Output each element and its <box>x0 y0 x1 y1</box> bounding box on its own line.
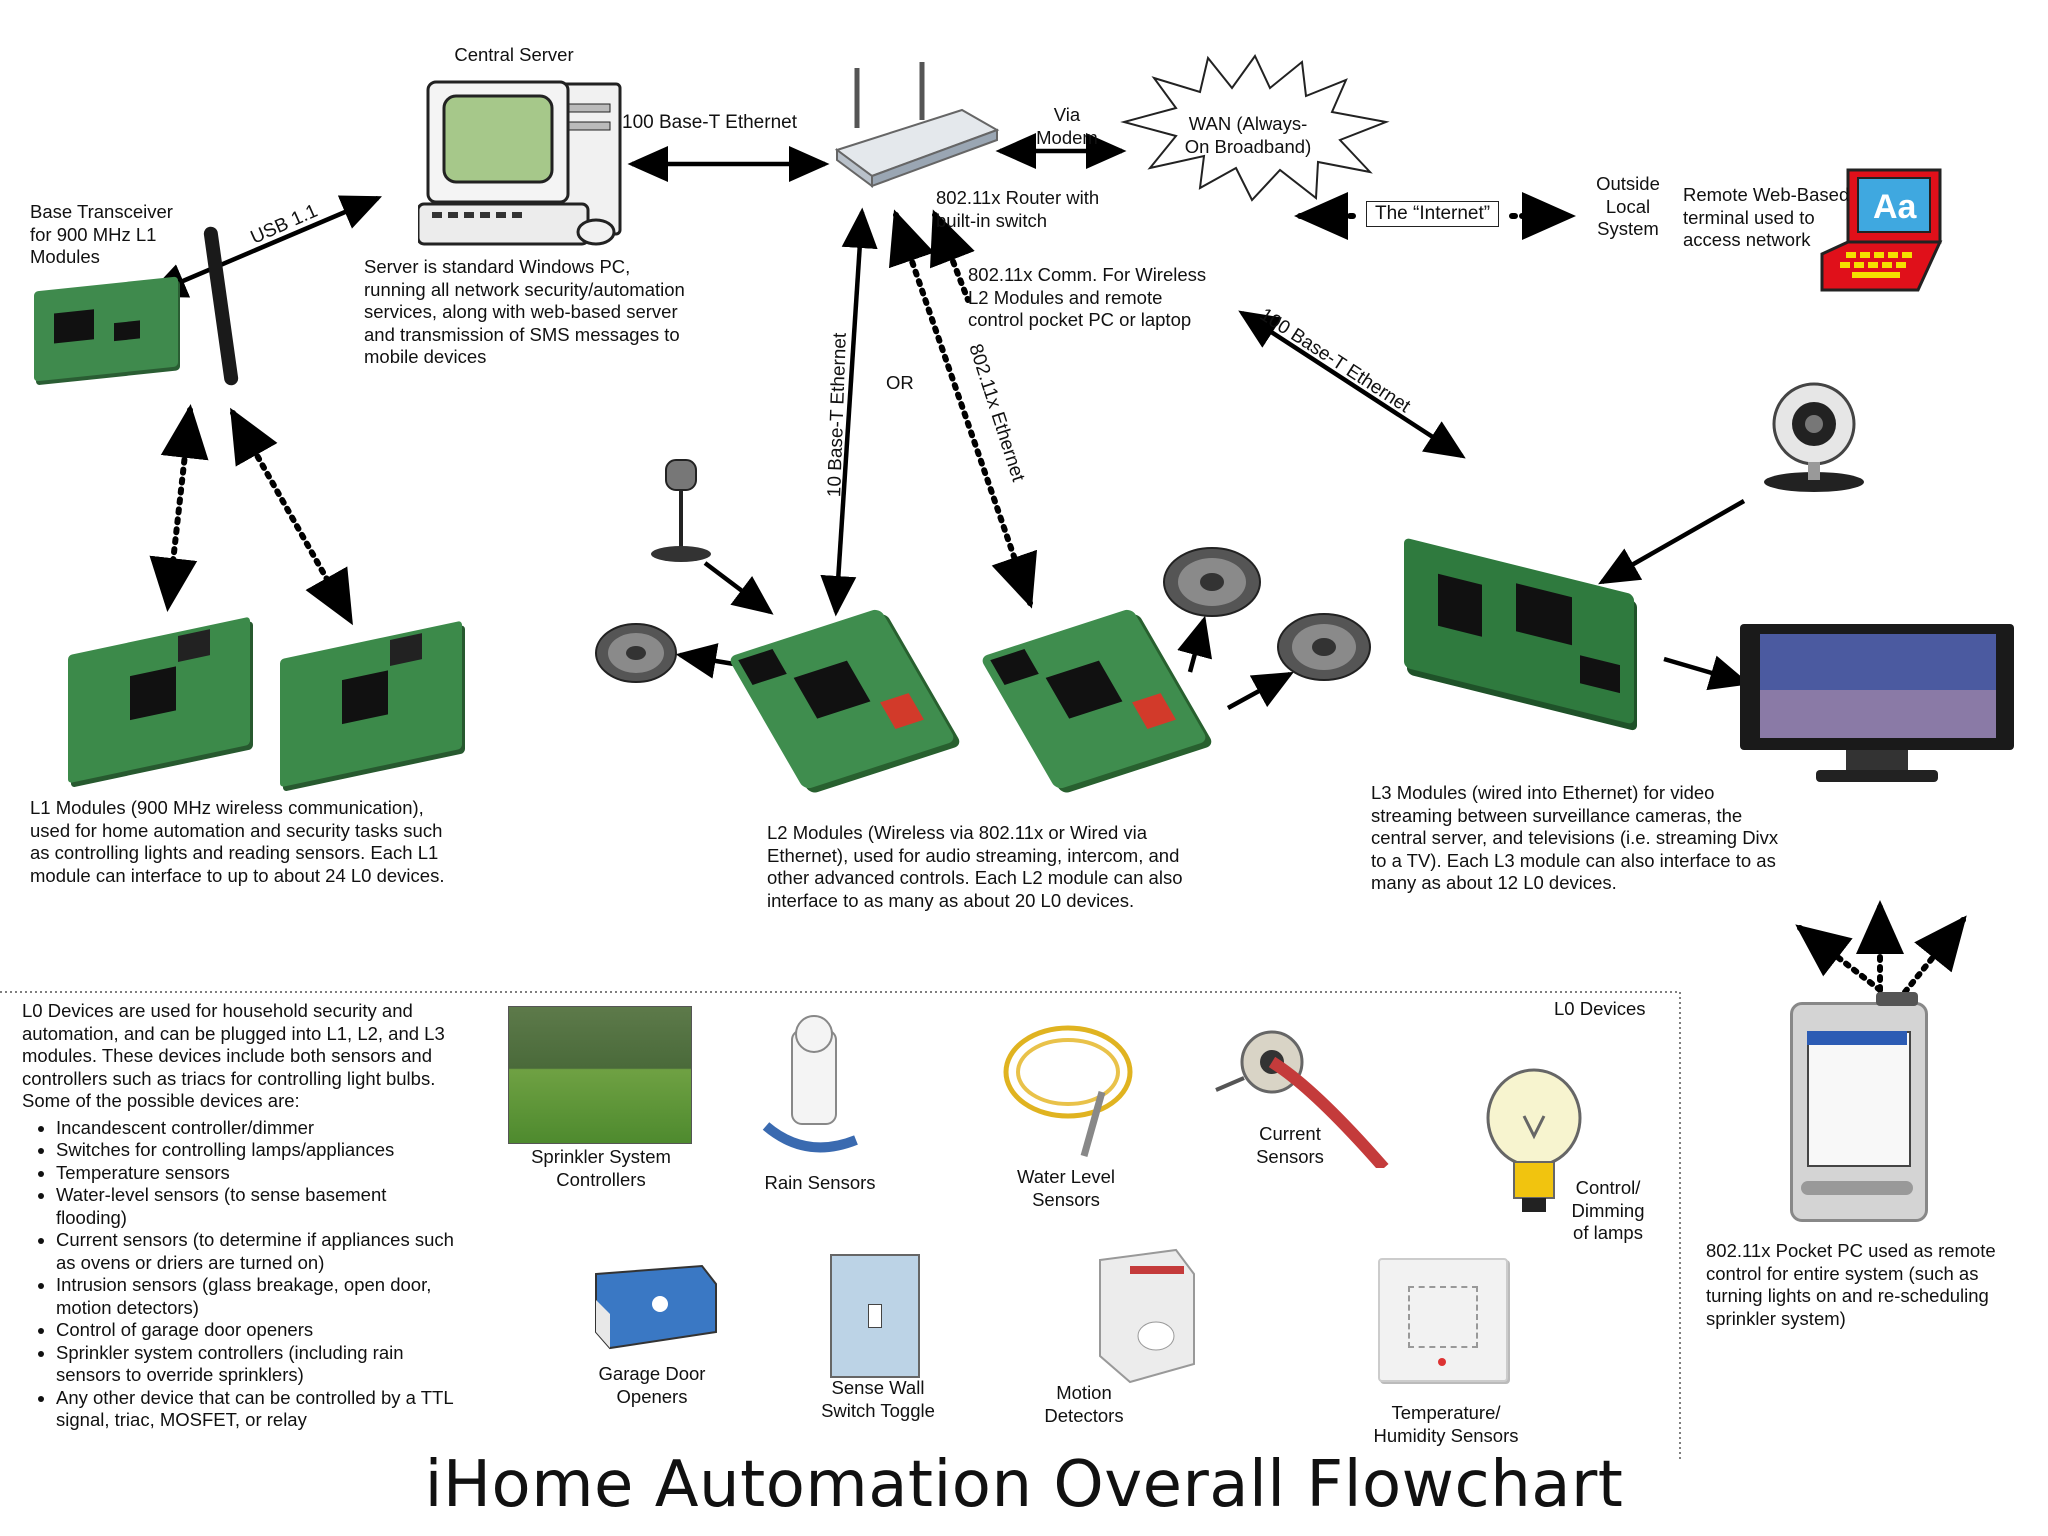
wall-switch-icon <box>830 1254 920 1378</box>
server-router-ethernet-label: 100 Base-T Ethernet <box>622 112 797 133</box>
list-item: Water-level sensors (to sense basement f… <box>56 1184 462 1229</box>
list-item: Sprinkler system controllers (including … <box>56 1342 462 1387</box>
l3-to-tv <box>1663 655 1751 691</box>
l2b-to-speaker-top <box>1177 615 1213 673</box>
l0-intro: L0 Devices are used for household securi… <box>22 1000 462 1432</box>
laptop-screen-letters: Aa <box>1873 188 1917 226</box>
list-item: Control of garage door openers <box>56 1319 462 1342</box>
router-l3-link <box>1238 310 1466 459</box>
current-sensor-icon <box>1215 1030 1389 1168</box>
mic-to-l2 <box>703 561 774 615</box>
rain-sensor-icon <box>762 1015 858 1153</box>
pocket-signal-right <box>1902 915 1967 995</box>
list-item: Switches for controlling lamps/appliance… <box>56 1139 462 1162</box>
speaker-right-icon <box>1277 613 1371 681</box>
router-icon <box>834 62 1000 188</box>
l0-device-list: Incandescent controller/dimmer Switches … <box>22 1117 462 1432</box>
garage-opener-label: Garage Door Openers <box>598 1363 706 1407</box>
wan-label: WAN (Always- On Broadband) <box>1184 113 1312 157</box>
camera-to-l3 <box>1598 499 1746 585</box>
or-label: OR <box>886 372 914 393</box>
pocket-pc-icon <box>1790 1002 1928 1222</box>
microphone-icon <box>651 459 711 562</box>
television-icon <box>1740 624 2014 782</box>
motion-detector-icon <box>1099 1248 1195 1384</box>
remote-laptop-icon <box>1820 168 1943 292</box>
wireless-comm-label: 802.11x Comm. For Wireless L2 Modules an… <box>968 264 1207 330</box>
central-server-label: Central Server <box>454 44 574 65</box>
via-modem-label: Via Modem <box>1036 104 1098 148</box>
internet-label: The “Internet” <box>1366 201 1500 227</box>
speaker-left-icon <box>595 623 677 683</box>
temperature-sensor-icon <box>1378 1258 1508 1382</box>
list-item: Current sensors (to determine if applian… <box>56 1229 462 1274</box>
sprinkler-label: Sprinkler System Controllers <box>531 1146 671 1190</box>
l3-modules-description: L3 Modules (wired into Ethernet) for vid… <box>1371 782 1779 893</box>
l2-modules-description: L2 Modules (Wireless via 802.11x or Wire… <box>767 822 1183 911</box>
motion-detector-label: Motion Detectors <box>1044 1382 1124 1426</box>
remote-terminal-label: Remote Web-Based terminal used to access… <box>1683 184 1850 250</box>
speaker-top-icon <box>1163 547 1261 617</box>
pocket-signal-left <box>1795 924 1883 993</box>
base-transceiver-label: Base Transceiver for 900 MHz L1 Modules <box>30 201 173 267</box>
list-item: Intrusion sensors (glass breakage, open … <box>56 1274 462 1319</box>
router-l2-wireless-link <box>888 209 1038 609</box>
transceiver-l1a-link <box>149 404 209 612</box>
outside-local-system-label: Outside Local System <box>1596 173 1660 239</box>
router-label: 802.11x Router with built-in switch <box>936 187 1100 231</box>
wan-cloud-icon <box>1120 54 1390 202</box>
router-l2-wireless-link-2 <box>929 209 975 303</box>
l0-intro-text: L0 Devices are used for household securi… <box>22 1000 445 1111</box>
lamp-control-label: Control/ Dimming of lamps <box>1571 1177 1645 1243</box>
usb-link <box>145 195 383 298</box>
current-sensor-label: Current Sensors <box>1256 1123 1324 1167</box>
page-title: iHome Automation Overall Flowchart <box>424 1448 1624 1522</box>
temperature-sensor-label: Temperature/ Humidity Sensors <box>1373 1402 1519 1446</box>
pocket-pc-antenna-icon <box>1876 992 1918 1006</box>
pocket-pc-description: 802.11x Pocket PC used as remote control… <box>1706 1240 1996 1329</box>
lamp-bulb-icon <box>1486 1068 1582 1212</box>
server-description: Server is standard Windows PC, running a… <box>364 256 685 367</box>
transceiver-l1b-link <box>230 407 353 626</box>
water-level-sensor-icon <box>1003 1025 1133 1157</box>
rain-sensor-label: Rain Sensors <box>764 1172 876 1193</box>
list-item: Incandescent controller/dimmer <box>56 1117 462 1140</box>
l2b-to-speaker-right <box>1226 671 1294 710</box>
water-level-label: Water Level Sensors <box>1016 1166 1116 1210</box>
list-item: Any other device that can be controlled … <box>56 1387 462 1432</box>
list-item: Temperature sensors <box>56 1162 462 1185</box>
webcam-icon <box>1764 382 1864 492</box>
sprinkler-photo-icon <box>508 1006 692 1144</box>
l0-devices-heading: L0 Devices <box>1554 998 1646 1019</box>
router-l2-wired-link <box>820 207 878 617</box>
garage-opener-icon <box>595 1264 717 1350</box>
wall-switch-label: Sense Wall Switch Toggle <box>821 1377 935 1421</box>
base-transceiver-board-icon <box>34 276 178 382</box>
central-server-computer-icon <box>418 80 622 246</box>
l1-modules-description: L1 Modules (900 MHz wireless communicati… <box>30 797 445 886</box>
